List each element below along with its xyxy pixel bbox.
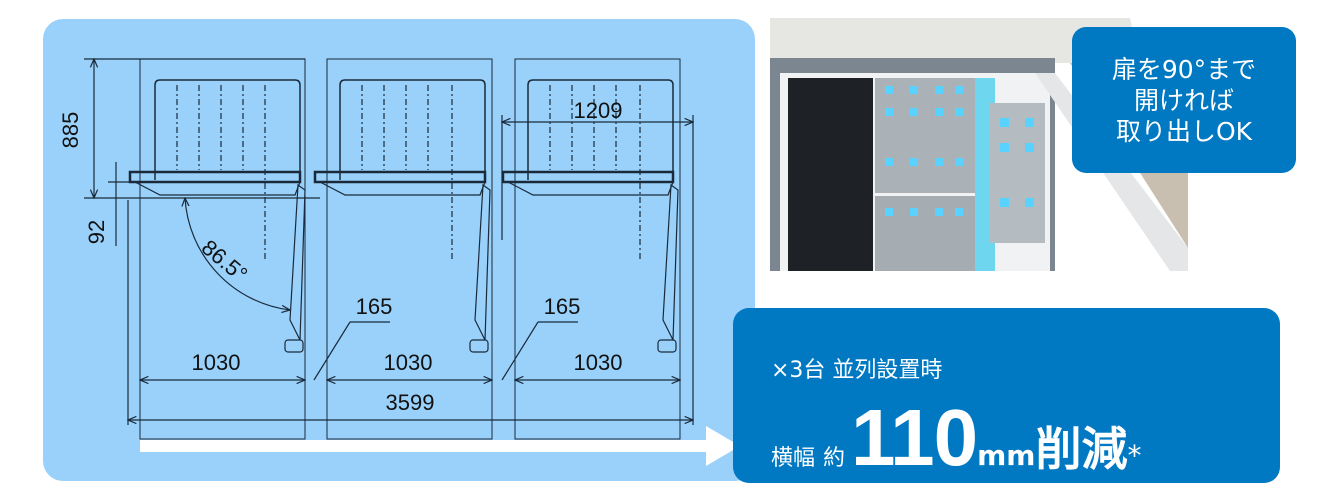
dim-door-angle: 86.5° [197, 235, 253, 287]
dim-unit-width-3: 1030 [574, 350, 623, 375]
freezer-photo [770, 18, 1188, 271]
reduction-number: 110 [851, 393, 978, 482]
dimension-diagram-panel: 885 92 86.5° 1209 165 165 1030 1030 1030… [43, 19, 755, 481]
label-width: 横幅 [771, 446, 816, 471]
callout-top-line-1: 扉を90°まで [1111, 54, 1257, 84]
dim-unit-width-2: 1030 [384, 350, 433, 375]
callout-condition-text: ×3台 並列設置時 [771, 358, 943, 383]
reduction-label: 削減 [1035, 422, 1128, 476]
callout-reduction-line: 横幅 約 110 mm 削減 * [771, 393, 1142, 482]
footnote-asterisk: * [1127, 439, 1142, 472]
width-reduction-callout: ×3台 並列設置時 横幅 約 110 mm 削減 * [733, 308, 1280, 483]
dim-height-total: 885 [58, 112, 83, 149]
label-approx: 約 [823, 446, 846, 471]
freezer-dimension-drawing: 885 92 86.5° 1209 165 165 1030 1030 1030… [58, 19, 740, 466]
dim-height-lower: 92 [84, 220, 109, 244]
dim-gap-right: 165 [544, 294, 581, 319]
reduction-unit: mm [977, 439, 1036, 472]
door-90-callout: 扉を90°まで 開ければ 取り出しOK [1072, 27, 1296, 173]
callout-top-line-3: 取り出しOK [1115, 116, 1253, 146]
callout-top-line-2: 開ければ [1133, 85, 1234, 115]
dim-door-open-width: 1209 [574, 98, 623, 123]
dim-total-width: 3599 [386, 390, 435, 415]
dim-gap-left: 165 [356, 294, 393, 319]
dim-unit-width-1: 1030 [192, 350, 241, 375]
